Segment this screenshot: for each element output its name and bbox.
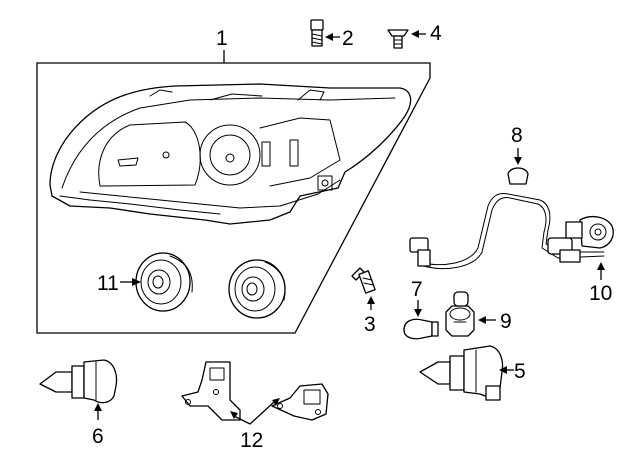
arrow-3 — [367, 296, 375, 304]
callout-6: 6 — [92, 425, 104, 448]
arrow-12-right — [272, 398, 280, 406]
callout-11: 11 — [97, 272, 119, 295]
arrow-4 — [411, 30, 419, 38]
headlamp-assembly-group — [36, 50, 431, 334]
arrow-9 — [478, 316, 486, 324]
clip-part-4 — [387, 29, 409, 49]
wiring-harness-part-10 — [409, 193, 614, 270]
callout-10: 10 — [589, 282, 612, 305]
callout-2: 2 — [342, 27, 354, 50]
arrow-2 — [325, 33, 333, 41]
arrow-10 — [597, 262, 605, 270]
arrow-6 — [94, 403, 102, 411]
bolt-part-3 — [351, 267, 376, 294]
bolt-part-2 — [310, 19, 324, 47]
headlamp-seal-left — [135, 252, 193, 312]
headlamp-housing — [49, 83, 412, 225]
bulb-part-5 — [419, 345, 504, 401]
headlamp-seal-right — [228, 259, 286, 319]
arrow-8 — [514, 157, 522, 165]
callout-12: 12 — [240, 429, 263, 452]
callout-4: 4 — [430, 22, 442, 45]
callout-5: 5 — [514, 360, 526, 383]
leader-line-12 — [233, 401, 275, 425]
callout-7: 7 — [411, 278, 423, 301]
callout-9: 9 — [500, 310, 512, 333]
arrow-12-left — [230, 411, 238, 419]
arrow-7 — [414, 309, 422, 317]
bulb-part-8 — [507, 167, 529, 185]
bracket-part-12 — [181, 361, 329, 421]
callout-1: 1 — [216, 27, 228, 50]
callout-8: 8 — [511, 124, 523, 147]
callout-3: 3 — [364, 313, 376, 336]
bulb-part-6 — [39, 359, 118, 404]
bulb-part-7 — [403, 318, 439, 340]
headlamp-frame — [36, 62, 431, 334]
arrow-11 — [132, 278, 141, 286]
socket-part-9 — [445, 291, 475, 337]
arrow-5 — [499, 366, 507, 374]
